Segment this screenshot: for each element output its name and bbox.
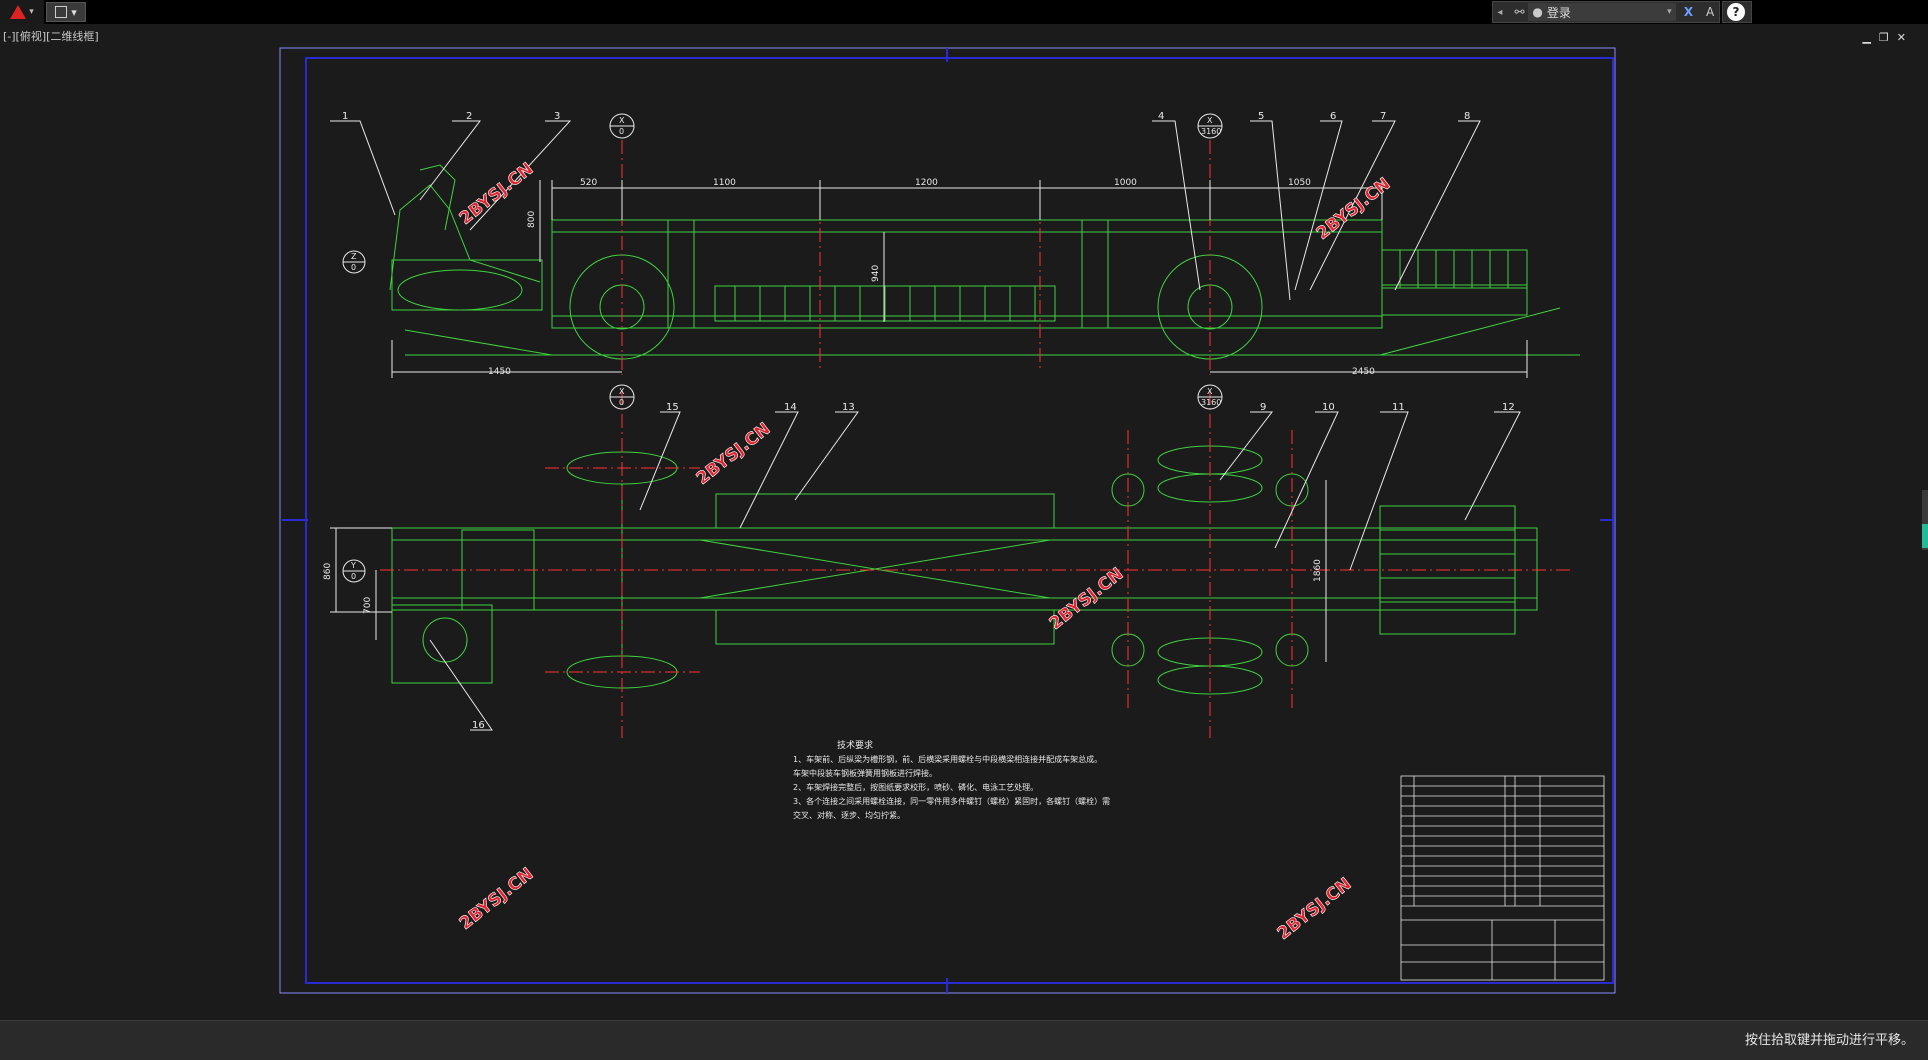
part-number: 2 bbox=[466, 111, 472, 122]
dim-1050: 1050 bbox=[1288, 178, 1311, 188]
quick-access-dropdown-icon: ▾ bbox=[71, 5, 77, 19]
viewport-window-controls: ▁ ❐ ✕ bbox=[1862, 31, 1906, 44]
login-label: 登录 bbox=[1546, 5, 1571, 20]
dim-1000: 1000 bbox=[1114, 178, 1137, 188]
dim-1100: 1100 bbox=[713, 178, 736, 188]
part-number: 12 bbox=[1502, 402, 1515, 413]
part-number: 16 bbox=[472, 720, 485, 731]
dim-800: 800 bbox=[527, 211, 537, 228]
tech-req-line: 1、车架前、后纵梁为槽形钢，前、后横梁采用螺栓与中段横梁相连接并配成车架总成。 bbox=[793, 754, 1102, 764]
command-prompt-message: 按住拾取键并拖动进行平移。 bbox=[1744, 1033, 1914, 1048]
section-x-value: 3160 bbox=[1201, 127, 1221, 136]
section-x-letter: X bbox=[619, 387, 625, 396]
dim-1860: 1860 bbox=[1313, 559, 1323, 582]
part-number: 13 bbox=[842, 402, 855, 413]
part-number: 10 bbox=[1322, 402, 1335, 413]
section-x-letter: X bbox=[1207, 387, 1213, 396]
dim-700: 700 bbox=[363, 597, 373, 614]
right-edge-scrollbar[interactable] bbox=[1922, 490, 1928, 550]
dim-1450: 1450 bbox=[488, 367, 511, 377]
plan-view-dimensions: 860 700 1860 bbox=[323, 480, 1327, 662]
quick-access-toolbar-button[interactable]: ▾ bbox=[46, 2, 86, 22]
binoculars-icon[interactable]: ⚯ bbox=[1514, 5, 1525, 19]
chevron-down-icon: ▾ bbox=[1667, 7, 1672, 17]
plan-view-centerlines bbox=[380, 390, 1570, 738]
section-x-value: 0 bbox=[619, 398, 624, 407]
watermark-text: 2BYSJ.CN bbox=[456, 159, 538, 229]
part-number: 9 bbox=[1260, 402, 1266, 413]
close-icon[interactable]: ✕ bbox=[1896, 31, 1906, 44]
part-number: 4 bbox=[1158, 111, 1164, 122]
part-number: 3 bbox=[554, 111, 560, 122]
user-icon: ● bbox=[1532, 5, 1543, 19]
tech-req-title: 技术要求 bbox=[837, 739, 873, 751]
chevron-down-icon: ▾ bbox=[29, 7, 34, 17]
exchange-apps-icon[interactable]: X bbox=[1683, 5, 1694, 19]
help-icon[interactable]: ? bbox=[1727, 3, 1745, 21]
part-number: 15 bbox=[666, 402, 679, 413]
part-leaders bbox=[330, 120, 1521, 731]
sheet-outer-border bbox=[279, 47, 1616, 994]
tech-req-line: 3、各个连接之间采用螺栓连接，同一零件用多件螺钉（螺栓）紧固时，各螺钉（螺栓）需 bbox=[793, 796, 1110, 806]
part-number: 1 bbox=[342, 111, 348, 122]
plan-view bbox=[391, 445, 1538, 695]
side-view bbox=[389, 164, 1580, 360]
application-menu-button[interactable]: ▾ bbox=[0, 0, 44, 24]
workspace-icon bbox=[55, 6, 68, 18]
dim-860: 860 bbox=[323, 563, 333, 580]
drawing-canvas[interactable]: 520 1100 1200 1000 1050 800 940 1450 245… bbox=[0, 24, 1928, 1020]
scroll-left-icon[interactable]: ◂ bbox=[1497, 6, 1503, 18]
watermark-text: 2BYSJ.CN bbox=[456, 864, 538, 934]
part-number: 8 bbox=[1464, 111, 1470, 122]
dim-2450: 2450 bbox=[1352, 367, 1375, 377]
restore-icon[interactable]: ❐ bbox=[1878, 31, 1889, 44]
section-z-letter: Z bbox=[351, 252, 357, 261]
dim-940: 940 bbox=[871, 265, 881, 282]
minimize-icon[interactable]: ▁ bbox=[1862, 31, 1871, 44]
side-view-dimensions: 520 1100 1200 1000 1050 800 940 1450 245… bbox=[391, 178, 1528, 378]
navigation-bar-indicator[interactable] bbox=[1922, 524, 1928, 548]
dim-520: 520 bbox=[580, 178, 597, 188]
part-number: 6 bbox=[1330, 111, 1336, 122]
section-x-value: 3160 bbox=[1201, 398, 1221, 407]
section-y-value: 0 bbox=[351, 572, 356, 581]
part-number: 11 bbox=[1392, 402, 1405, 413]
login-dropdown[interactable]: ● 登录 ▾ bbox=[1528, 3, 1676, 21]
signin-toolbar: ◂ ⚯ ● 登录 ▾ X A bbox=[1492, 1, 1720, 23]
section-x-letter: X bbox=[1207, 116, 1213, 125]
tech-req-line: 交叉、对称、逐步、均匀拧紧。 bbox=[793, 810, 905, 820]
watermark-text: 2BYSJ.CN bbox=[1046, 564, 1128, 634]
side-view-centerlines bbox=[621, 140, 1211, 375]
part-number: 7 bbox=[1380, 111, 1386, 122]
status-bar: 按住拾取键并拖动进行平移。 bbox=[0, 1020, 1928, 1060]
part-number-labels: 1 2 3 4 5 6 7 8 15 14 13 9 10 11 12 16 bbox=[342, 111, 1515, 731]
help-group: ? bbox=[1722, 1, 1752, 23]
watermark-text: 2BYSJ.CN bbox=[693, 419, 775, 489]
autodesk-a360-icon[interactable]: A bbox=[1706, 5, 1715, 19]
autocad-logo-icon bbox=[10, 5, 27, 19]
tech-req-line: 车架中段装车钢板弹簧用钢板进行焊接。 bbox=[793, 768, 937, 778]
section-z-value: 0 bbox=[351, 263, 356, 272]
watermarks: 2BYSJ.CN 2BYSJ.CN 2BYSJ.CN 2BYSJ.CN 2BYS… bbox=[455, 159, 1394, 944]
title-bar: ▾ ▾ ◂ ⚯ ● 登录 ▾ X A ? bbox=[0, 0, 1928, 24]
section-x-letter: X bbox=[619, 116, 625, 125]
technical-requirements: 技术要求 1、车架前、后纵梁为槽形钢，前、后横梁采用螺栓与中段横梁相连接并配成车… bbox=[793, 739, 1110, 820]
part-number: 5 bbox=[1258, 111, 1264, 122]
tech-req-line: 2、车架焊接完整后，按图纸要求校形，喷砂、磷化、电泳工艺处理。 bbox=[793, 782, 1038, 792]
section-markers: X 0 X 3160 X 0 X 3160 Z 0 Y 0 bbox=[342, 113, 1223, 583]
part-number: 14 bbox=[784, 402, 797, 413]
section-y-letter: Y bbox=[350, 561, 356, 570]
dim-1200: 1200 bbox=[915, 178, 938, 188]
section-x-value: 0 bbox=[619, 127, 624, 136]
title-block bbox=[1400, 775, 1605, 981]
watermark-text: 2BYSJ.CN bbox=[1274, 874, 1356, 944]
viewport-controls-label[interactable]: [-][俯视][二维线框] bbox=[3, 30, 99, 43]
